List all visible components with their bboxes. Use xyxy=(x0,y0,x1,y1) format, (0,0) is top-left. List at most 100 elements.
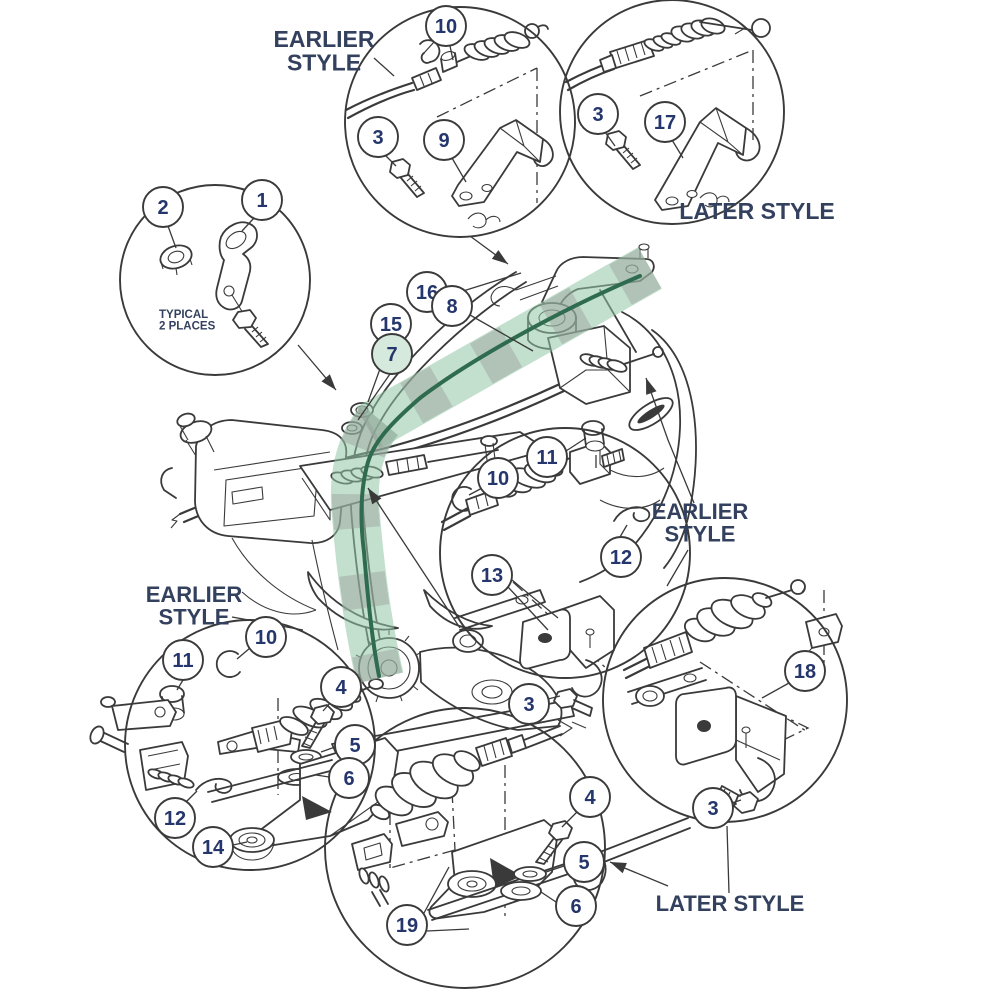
callout-2: 2 xyxy=(142,186,184,228)
detail-circle-cable-bracket-later-bottom xyxy=(324,707,606,989)
callout-leader xyxy=(449,45,454,61)
callout-6: 6 xyxy=(555,885,597,927)
arrow-head-install-location xyxy=(368,488,382,505)
callout-bubble-11 xyxy=(162,639,204,681)
callout-10: 10 xyxy=(425,5,467,47)
callout-4: 4 xyxy=(569,776,611,818)
callout-bubble-6 xyxy=(555,885,597,927)
callout-number: 5 xyxy=(578,852,589,874)
callout-bubble-17 xyxy=(644,101,686,143)
callout-number: 13 xyxy=(481,565,503,587)
callout-number: 7 xyxy=(386,344,397,366)
callout-number: 8 xyxy=(446,296,457,318)
callout-bubble-3 xyxy=(357,116,399,158)
callout-number: 2 xyxy=(157,197,168,219)
callout-number: 9 xyxy=(438,130,449,152)
callout-3: 3 xyxy=(357,116,399,158)
callout-19: 19 xyxy=(386,904,428,946)
callout-number: 3 xyxy=(707,798,718,820)
callout-5: 5 xyxy=(563,841,605,883)
callout-bubble-3 xyxy=(692,787,734,829)
callout-number: 1 xyxy=(256,190,267,212)
callout-number: 3 xyxy=(592,104,603,126)
callout-number: 4 xyxy=(584,787,596,809)
callout-leader xyxy=(232,841,248,846)
label-leader-line xyxy=(373,57,395,77)
callout-11: 11 xyxy=(526,436,568,478)
callout-number: 6 xyxy=(570,896,581,918)
callout-6: 6 xyxy=(328,757,370,799)
callout-12: 12 xyxy=(600,536,642,578)
callout-leader xyxy=(426,928,470,932)
callout-leader xyxy=(671,139,684,159)
callout-bubble-3 xyxy=(508,683,550,725)
callout-leader xyxy=(547,695,561,700)
callout-leader xyxy=(561,811,578,828)
callout-leader xyxy=(604,131,616,147)
nut-bracket-detail-art xyxy=(159,221,269,348)
callout-number: 5 xyxy=(349,735,360,757)
arrow-shaft-earlier-mid-to-spring xyxy=(645,377,695,504)
callout-number: 6 xyxy=(343,768,354,790)
callout-15: 15 xyxy=(370,303,412,345)
callout-bubble-5 xyxy=(563,841,605,883)
callout-13: 13 xyxy=(471,554,513,596)
arrow-head-to-airbox xyxy=(321,374,336,390)
callout-bubble-12 xyxy=(154,797,196,839)
callout-leader xyxy=(451,157,467,183)
callout-leader xyxy=(565,437,587,452)
detail-circle-cable-link-earlier xyxy=(439,427,691,679)
later-bracket-detail-art xyxy=(564,17,771,211)
callout-12: 12 xyxy=(154,797,196,839)
callout-leader xyxy=(236,647,251,660)
callout-leader xyxy=(423,866,450,914)
callout-bubble-18 xyxy=(784,650,826,692)
callout-18: 18 xyxy=(784,650,826,692)
arrow-head-later-to-bottom-circle xyxy=(610,862,627,874)
callout-bubble-1 xyxy=(241,179,283,221)
callout-bubble-4 xyxy=(569,776,611,818)
detail-circles-layer xyxy=(119,0,848,989)
callout-number: 18 xyxy=(794,661,816,683)
detail-circle-spring-bracket-later xyxy=(559,0,785,225)
label-leader-line xyxy=(666,549,689,587)
callout-leader xyxy=(322,702,331,712)
callout-bubble-12 xyxy=(600,536,642,578)
detail-circle-spring-bracket-earlier xyxy=(344,6,576,238)
highlighted-cable xyxy=(359,274,642,678)
callout-3: 3 xyxy=(577,93,619,135)
callout-11: 11 xyxy=(162,639,204,681)
callout-leader xyxy=(315,774,330,778)
callout-bubble-9 xyxy=(423,119,465,161)
callout-8: 8 xyxy=(431,285,473,327)
callout-10: 10 xyxy=(477,457,519,499)
callout-leader xyxy=(423,41,435,54)
label-leader-line xyxy=(726,825,730,894)
callout-leader xyxy=(731,799,742,804)
callout-number: 14 xyxy=(202,837,225,859)
callout-bubble-6 xyxy=(328,757,370,799)
callout-number: 10 xyxy=(255,627,277,649)
callout-number: 10 xyxy=(487,468,509,490)
callout-10: 10 xyxy=(245,616,287,658)
callout-number: 3 xyxy=(523,694,534,716)
callout-bubble-19 xyxy=(386,904,428,946)
label-later-style-top: LATER STYLE xyxy=(679,198,834,224)
line-art-layer xyxy=(89,17,843,921)
callout-1: 1 xyxy=(241,179,283,221)
callout-bubble-10 xyxy=(425,5,467,47)
callout-number: 17 xyxy=(654,112,676,134)
earlier-bracket-detail-art xyxy=(344,23,554,229)
callout-14: 14 xyxy=(192,826,234,868)
arrow-shaft-install-location xyxy=(367,487,461,629)
callout-leader xyxy=(176,679,184,691)
callout-leader xyxy=(511,579,559,619)
callout-number: 11 xyxy=(172,650,193,672)
detail-circle-nut-bracket xyxy=(119,184,311,376)
